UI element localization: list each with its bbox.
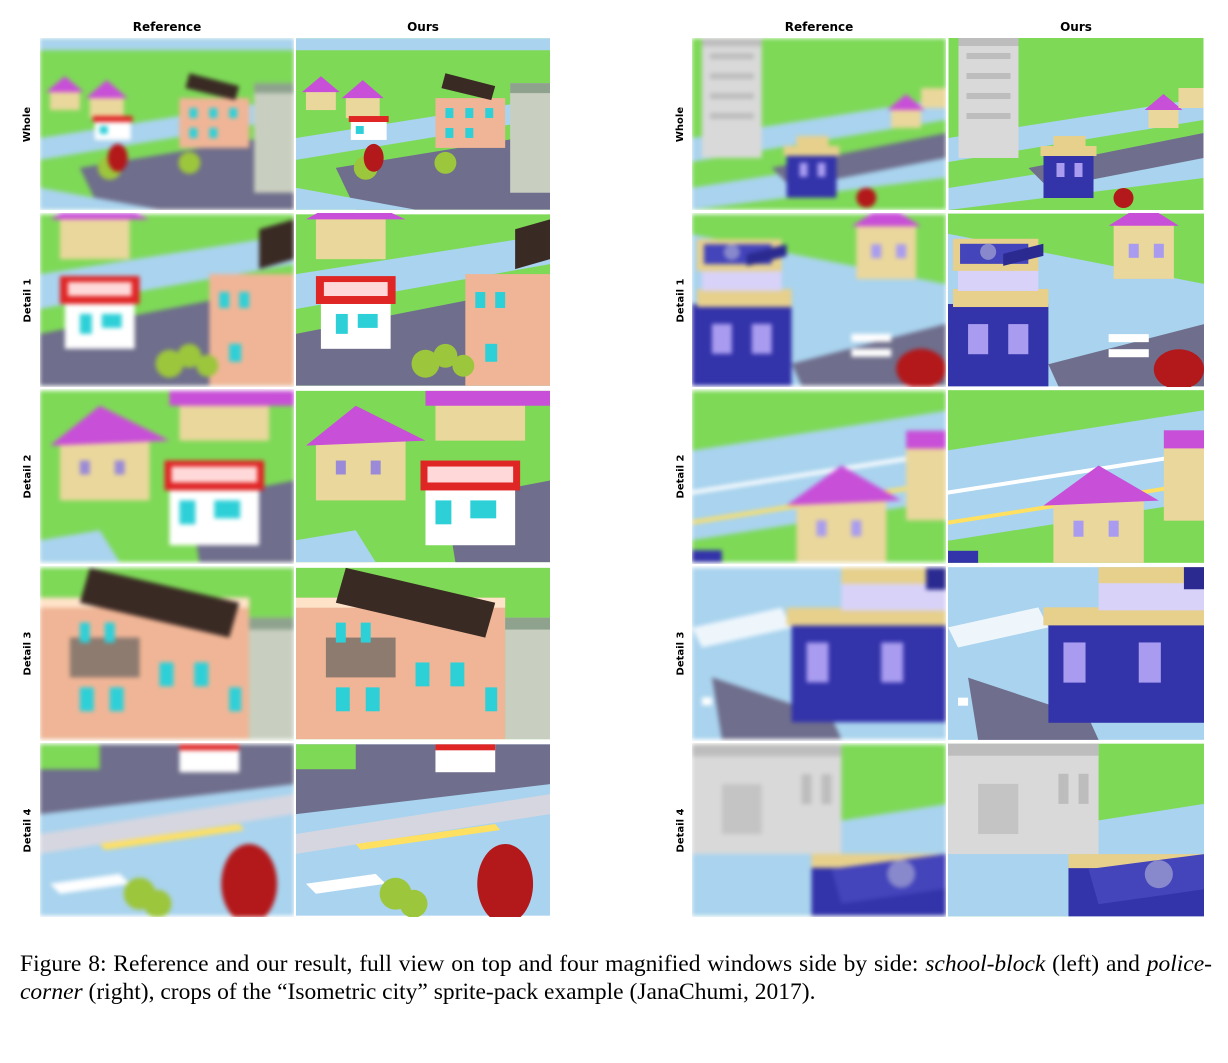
left-ref-detail-4-image xyxy=(40,743,294,917)
right-ref-detail-1-image xyxy=(692,213,946,387)
left-ours-whole-image xyxy=(296,38,550,210)
caption-mid-2: (right), crops of the “Isometric city” s… xyxy=(82,979,816,1005)
figure-caption: Figure 8: Reference and our result, full… xyxy=(20,950,1212,1006)
left-ours-header: Ours xyxy=(407,20,439,34)
right-ours-whole-image xyxy=(948,38,1204,210)
left-ref-detail-3-image xyxy=(40,566,294,741)
caption-police-corner: police-corner xyxy=(20,951,1212,1005)
left-ours-detail-2-image xyxy=(296,389,550,564)
left-ours-detail-1-image xyxy=(296,213,550,387)
right-ours-detail-4-image xyxy=(948,743,1204,917)
right-ref-detail-4-image xyxy=(692,743,946,917)
right-row-label-detail-1: Detail 1 xyxy=(675,278,687,322)
right-ours-header: Ours xyxy=(1060,20,1092,34)
left-ref-header: Reference xyxy=(132,20,202,34)
left-row-label-detail-1: Detail 1 xyxy=(22,278,34,322)
caption-school-block: school-block xyxy=(925,951,1046,977)
right-ref-whole-image xyxy=(692,38,946,210)
right-ref-detail-2-image xyxy=(692,389,946,564)
right-ours-detail-1-image xyxy=(948,213,1204,387)
right-row-label-detail-4: Detail 4 xyxy=(675,808,687,852)
caption-mid-1: (left) and xyxy=(1045,951,1147,977)
caption-prefix: Figure 8: Reference and our result, full… xyxy=(20,951,926,977)
left-ref-detail-1-image xyxy=(40,213,294,387)
left-ref-detail-2-image xyxy=(40,389,294,564)
left-ours-detail-3-image xyxy=(296,566,550,741)
right-ref-detail-3-image xyxy=(692,566,946,741)
left-ours-detail-4-image xyxy=(296,743,550,917)
right-ours-detail-3-image xyxy=(948,566,1204,741)
left-row-label-detail-3: Detail 3 xyxy=(22,631,34,676)
right-ours-detail-2-image xyxy=(948,389,1204,564)
left-row-label-whole: Whole xyxy=(22,106,34,142)
right-row-label-detail-2: Detail 2 xyxy=(675,454,687,499)
right-ref-header: Reference xyxy=(784,20,854,34)
left-ref-whole-image xyxy=(40,38,294,210)
right-row-label-whole: Whole xyxy=(675,106,687,142)
left-row-label-detail-2: Detail 2 xyxy=(22,454,34,499)
left-row-label-detail-4: Detail 4 xyxy=(22,808,34,852)
right-row-label-detail-3: Detail 3 xyxy=(675,631,687,676)
